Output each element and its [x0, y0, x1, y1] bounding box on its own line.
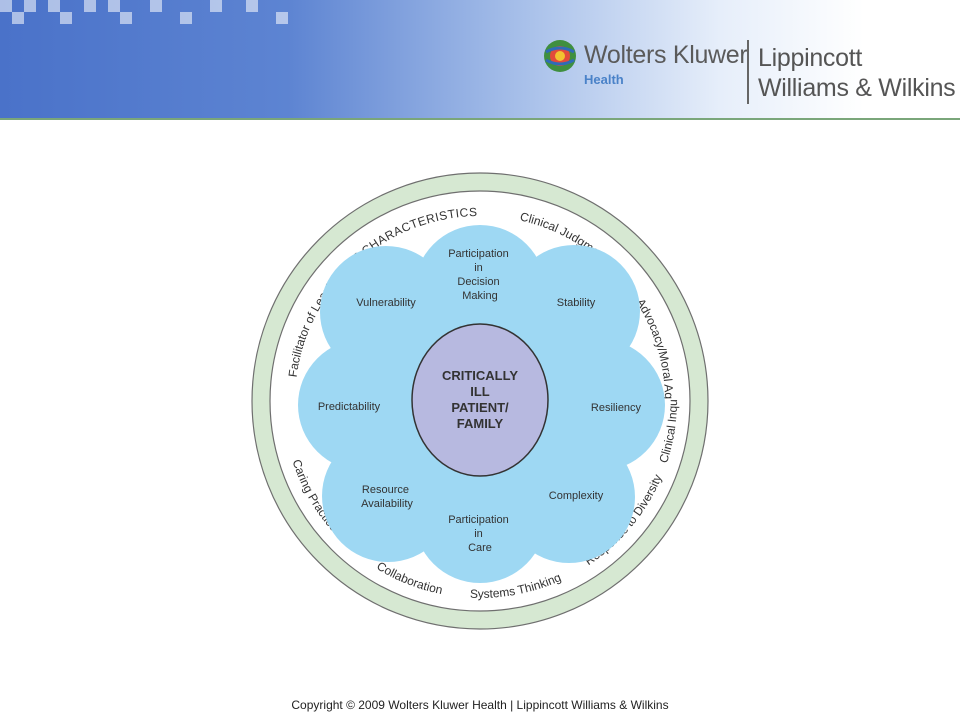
label-line: Participation [448, 514, 509, 526]
brand-name: Wolters Kluwer [584, 41, 748, 69]
label-vulnerability: Vulnerability [356, 297, 416, 309]
center-ellipse [411, 323, 549, 477]
header-mosaic [0, 0, 300, 24]
brand-sub: Health [584, 72, 624, 87]
petal-vulnerability [320, 246, 452, 378]
label-resource-availability: Resource Availability [361, 484, 413, 510]
petal-labels: Participation in Decision Making Stabili… [318, 248, 642, 554]
slide-header: Wolters Kluwer Health Lippincott William… [0, 0, 960, 118]
label-stability: Stability [557, 297, 596, 309]
label-participation-decision: Participation in Decision Making [448, 248, 512, 302]
logo-block: Wolters Kluwer Health Lippincott William… [542, 38, 960, 106]
header-rule [0, 118, 960, 120]
center-line: ILL [470, 384, 490, 399]
wolters-kluwer-globe-icon [544, 40, 576, 72]
center-line: PATIENT/ [451, 400, 509, 415]
label-line: Availability [361, 498, 413, 510]
label-line: in [474, 528, 483, 540]
label-predictability: Predictability [318, 401, 381, 413]
label-line: Resource [362, 484, 409, 496]
label-line: Participation [448, 248, 509, 260]
lww-line-1: Lippincott [758, 44, 863, 72]
synergy-model-diagram: NURSE CHARACTERISTICS Clinical Judgment … [243, 164, 709, 630]
label-participation-care: Participation in Care [448, 514, 512, 554]
center-line: FAMILY [457, 416, 504, 431]
label-resiliency: Resiliency [591, 402, 642, 414]
label-line: Decision [457, 276, 499, 288]
label-complexity: Complexity [549, 490, 604, 502]
logo-divider [747, 40, 749, 104]
center-line: CRITICALLY [442, 368, 518, 383]
copyright-footer: Copyright © 2009 Wolters Kluwer Health |… [291, 698, 669, 712]
lww-line-2: Williams & Wilkins [758, 74, 956, 102]
label-line: Care [468, 542, 492, 554]
label-line: in [474, 262, 483, 274]
label-line: Making [462, 290, 497, 302]
center-label: CRITICALLY ILL PATIENT/ FAMILY [442, 368, 518, 431]
